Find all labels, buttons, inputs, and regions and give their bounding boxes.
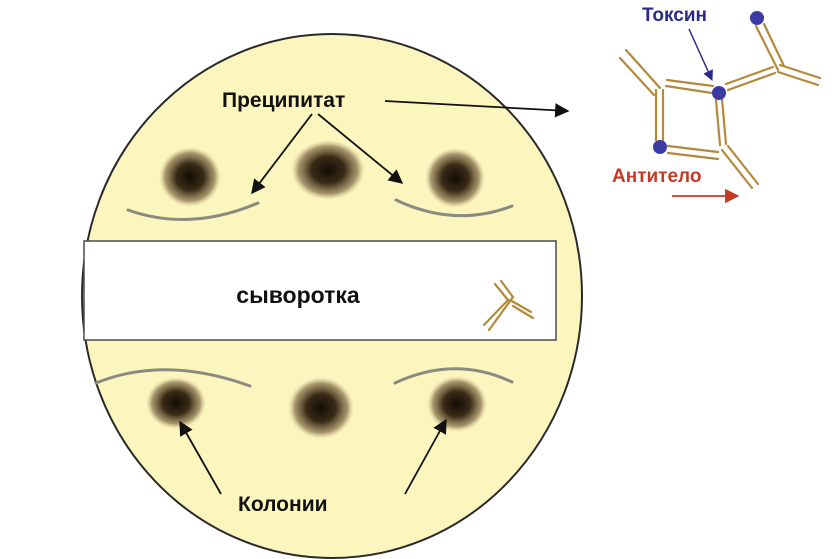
toxin-molecule-left	[653, 140, 667, 154]
colony-lower-left	[146, 377, 206, 429]
serum-label: сыворотка	[236, 282, 360, 308]
precipitate-arrow-to-complex	[384, 100, 570, 118]
colony-upper-center	[291, 140, 365, 200]
colony-lower-right	[427, 376, 487, 432]
antibody-label: Антитело	[612, 166, 701, 187]
toxin-label: Токсин	[642, 5, 707, 26]
antibody-icon-small	[482, 279, 535, 332]
precipitate-line-lower-right	[393, 367, 514, 385]
colony-upper-left	[159, 147, 221, 207]
precipitate-arrow-left	[251, 113, 313, 195]
colonies-arrow-left	[179, 420, 222, 495]
toxin-molecule-center	[712, 86, 726, 100]
precipitate-arrow-right	[317, 113, 404, 184]
precipitate-line-upper-right	[394, 198, 514, 218]
precipitate-line-lower-left	[94, 368, 252, 388]
precipitate-line-upper-left	[126, 201, 260, 221]
colonies-label: Колонии	[238, 493, 328, 516]
colony-upper-right	[425, 148, 485, 208]
precipitate-label: Преципитат	[222, 89, 345, 112]
toxin-arrow	[688, 28, 713, 81]
toxin-molecule-top	[750, 11, 764, 25]
serum-strip	[83, 240, 557, 341]
toxin-antibody-complex	[618, 22, 822, 190]
colony-lower-center	[288, 377, 354, 439]
colonies-arrow-right	[404, 418, 447, 495]
